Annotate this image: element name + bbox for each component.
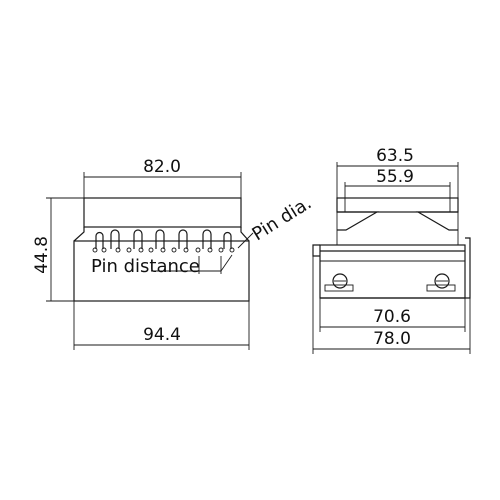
right-terminal-screw-icon (426, 273, 456, 292)
pin (133, 229, 143, 249)
dim-top-width-label: 82.0 (143, 157, 181, 177)
dim-top-width: 82.0 (83, 157, 242, 198)
dim-inner-top-width-label: 55.9 (376, 167, 414, 187)
front-base-plate (73, 240, 250, 302)
dim-height: 44.8 (32, 197, 84, 302)
pin (178, 229, 188, 249)
dim-outer-bottom-width-label: 78.0 (373, 329, 411, 349)
front-view: 82.0 44.8 94.4 Pin dia. Pin distanc (32, 157, 315, 350)
pin (110, 229, 120, 249)
side-top-block (336, 197, 459, 213)
pin (223, 231, 232, 249)
pin (202, 229, 212, 249)
side-right-insert (415, 211, 458, 231)
side-view: 63.5 55.9 70.6 78.0 (312, 146, 471, 354)
side-left-insert (337, 211, 380, 231)
dim-height-label: 44.8 (32, 236, 52, 274)
pin (155, 229, 165, 249)
dim-inner-top-width: 55.9 (344, 167, 451, 212)
front-left-shoulder (73, 227, 85, 242)
pin-distance-label: Pin distance (91, 256, 200, 277)
dim-inner-bottom-width-label: 70.6 (373, 307, 411, 327)
dim-outer-top-width: 63.5 (336, 146, 459, 198)
dim-outer-bottom-width: 78.0 (312, 256, 471, 354)
side-right-flange (465, 237, 471, 299)
front-right-shoulder (240, 227, 250, 242)
front-pins (95, 229, 232, 249)
dim-inner-bottom-width: 70.6 (319, 298, 466, 332)
pin-dia-label: Pin dia. (249, 193, 316, 246)
front-top-block (83, 197, 242, 228)
pin-dia-callout: Pin dia. (237, 193, 316, 249)
pin (95, 231, 104, 249)
side-left-flange (312, 244, 320, 257)
side-main-body (319, 244, 466, 299)
left-terminal-screw-icon (324, 273, 354, 292)
front-pin-tips (92, 247, 235, 253)
dim-bottom-width: 94.4 (73, 301, 250, 350)
dim-outer-top-width-label: 63.5 (376, 146, 414, 166)
dim-bottom-width-label: 94.4 (143, 325, 181, 345)
pin-distance-callout: Pin distance (91, 254, 233, 277)
